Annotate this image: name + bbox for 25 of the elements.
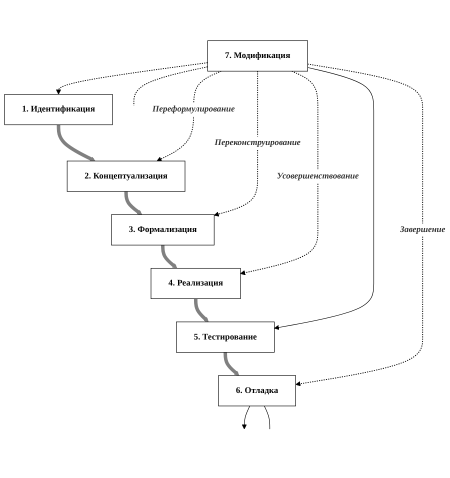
arrow: [156, 70, 222, 162]
edge-label: Усовершенствование: [276, 171, 359, 181]
arrow: [274, 67, 374, 330]
arrow: [214, 70, 258, 217]
node-box: 3. Формализация: [111, 214, 214, 246]
arrow: [194, 298, 209, 322]
node-box: 4. Реализация: [150, 268, 241, 299]
node-box: 2. Концептуализация: [66, 160, 186, 192]
arrow: [124, 191, 142, 215]
arrow: [240, 70, 318, 276]
connector: [264, 406, 270, 430]
edge-label: Завершение: [400, 225, 446, 234]
node-box: 6. Отладка: [218, 375, 296, 406]
arrow: [161, 245, 178, 268]
connector: [133, 66, 208, 106]
edge-label: Переформулирование: [152, 104, 235, 114]
edge-label: Переконструирование: [214, 138, 301, 148]
arrow: [242, 406, 250, 430]
node-box: 1. Идентификация: [4, 94, 113, 126]
arrow: [56, 62, 208, 95]
arrow: [56, 124, 96, 162]
arrow: [224, 352, 240, 376]
node-box: 7. Модификация: [207, 40, 308, 72]
arrow: [295, 64, 424, 386]
node-box: 5. Тестирование: [176, 322, 275, 353]
